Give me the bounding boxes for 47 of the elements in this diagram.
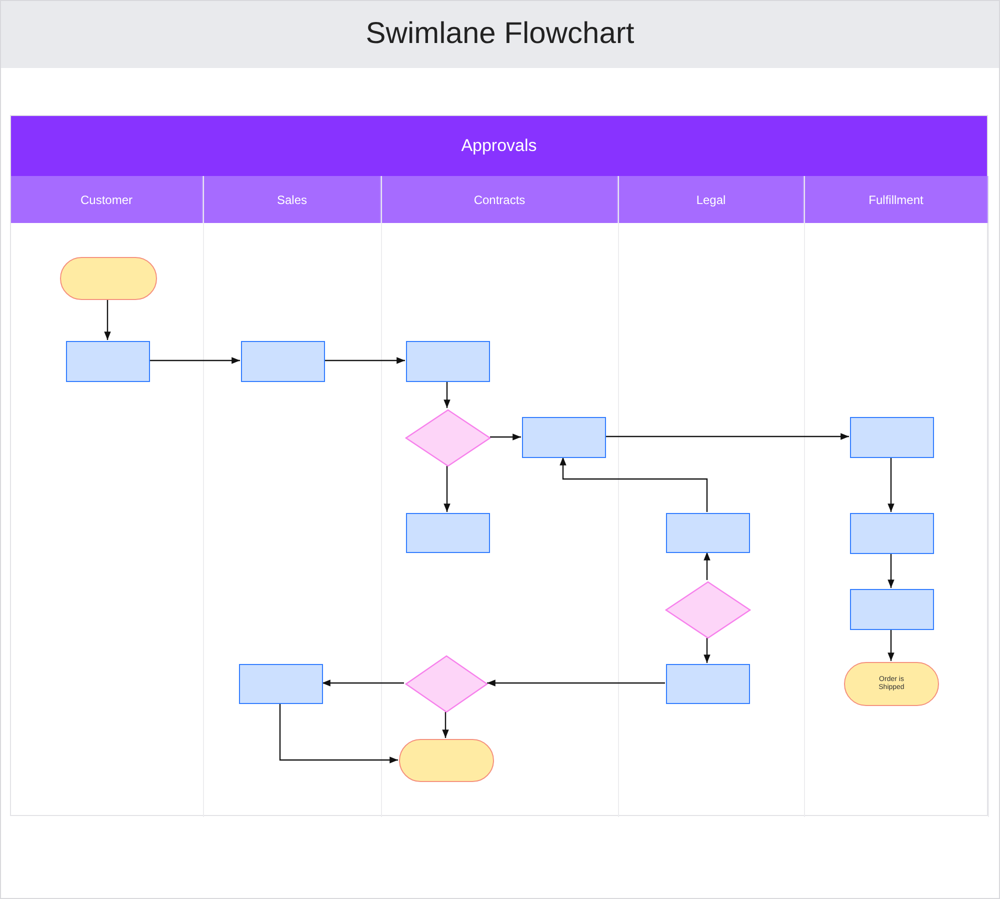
terminal-shape: [844, 662, 939, 706]
arrow: [487, 680, 665, 686]
terminal-shape: [399, 739, 494, 782]
arrow: [888, 457, 894, 512]
lane-header: Contracts: [382, 176, 618, 223]
lane-header: Fulfillment: [805, 176, 988, 223]
arrow: [444, 381, 450, 408]
arrow: [605, 433, 849, 440]
arrow: [704, 552, 710, 580]
arrow: [279, 703, 398, 764]
arrow: [442, 712, 449, 738]
swimlane-pool: [10, 115, 988, 816]
arrow: [704, 638, 710, 663]
terminal-shape: [60, 257, 157, 300]
swimlane-lane: [382, 176, 619, 817]
swimlane-lane: [805, 176, 989, 817]
lane-header: Sales: [204, 176, 381, 223]
arrow: [888, 553, 894, 588]
decision-diamond: [665, 581, 751, 639]
process-box: [850, 589, 934, 630]
process-box: [522, 417, 606, 458]
arrow: [104, 299, 111, 340]
process-box: [406, 513, 490, 553]
arrow: [322, 680, 404, 686]
process-box: [241, 341, 325, 382]
arrow: [444, 466, 450, 512]
arrow: [490, 434, 521, 440]
lane-header: Legal: [619, 176, 804, 223]
process-box: [666, 664, 750, 704]
pool-header: Approvals: [11, 116, 987, 176]
process-box: [239, 664, 323, 704]
arrow: [149, 357, 240, 364]
process-box: [850, 513, 934, 554]
arrow: [888, 629, 894, 661]
process-box: [66, 341, 150, 382]
process-box: [406, 341, 490, 382]
swimlane-lane: [619, 176, 805, 817]
arrow: [324, 357, 405, 364]
lane-header: Customer: [11, 176, 203, 223]
arrow: [560, 457, 708, 512]
swimlane-lane: [204, 176, 382, 817]
process-box: [666, 513, 750, 553]
decision-diamond: [405, 655, 488, 713]
title: Swimlane Flowchart: [364, 17, 636, 51]
process-box: [850, 417, 934, 458]
decision-diamond: [405, 409, 491, 467]
swimlane-lane: [11, 176, 204, 817]
